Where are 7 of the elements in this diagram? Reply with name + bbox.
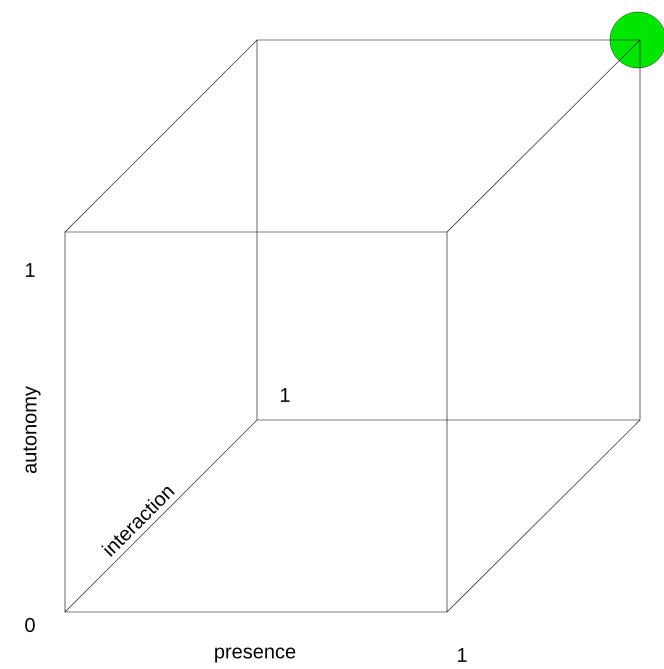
circle-marker [610,12,664,68]
axis-tick-label: 1 [458,648,467,662]
axis-tick-label: 1 [26,263,35,277]
axis-tick-label: 1 [280,388,290,402]
axis-label: autonomy [23,386,41,474]
axis-tick-label: 0 [25,618,35,632]
axis-label: presence [215,648,296,662]
